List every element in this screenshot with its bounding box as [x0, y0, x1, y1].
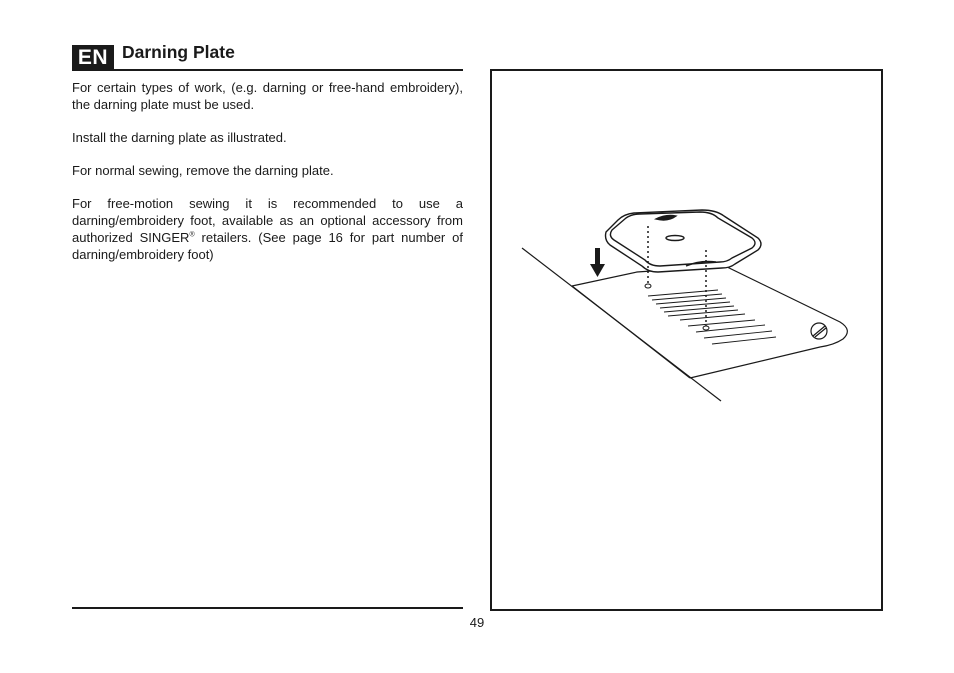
- needle-plate: [521, 247, 848, 402]
- free-motion-text-end: retailers. (See page 16 for part number …: [72, 230, 463, 262]
- arrow-down-icon: [590, 248, 605, 277]
- registered-mark: ®: [189, 231, 195, 239]
- title-divider: [72, 69, 463, 71]
- paragraph-install: Install the darning plate as illustrated…: [72, 130, 287, 145]
- darning-plate-cover: [604, 209, 762, 273]
- needle-hole-marker: [644, 283, 652, 289]
- figure-frame: [490, 69, 883, 611]
- language-badge: EN: [72, 45, 114, 70]
- footer-divider: [72, 607, 463, 609]
- screw: [810, 322, 828, 340]
- plate-markings: [647, 289, 777, 345]
- paragraph-remove: For normal sewing, remove the darning pl…: [72, 163, 334, 178]
- paragraph-intro: For certain types of work, (e.g. darning…: [72, 80, 463, 112]
- page-title: Darning Plate: [122, 42, 235, 62]
- pin-hole-marker: [702, 325, 710, 331]
- paragraph-free-motion: For free-motion sewing it is recommended…: [72, 195, 463, 263]
- instructions-text: For certain types of work, (e.g. darning…: [72, 79, 463, 279]
- page-number: 49: [469, 615, 485, 630]
- free-motion-text-start: For free-motion sewing it is recommended…: [72, 196, 463, 245]
